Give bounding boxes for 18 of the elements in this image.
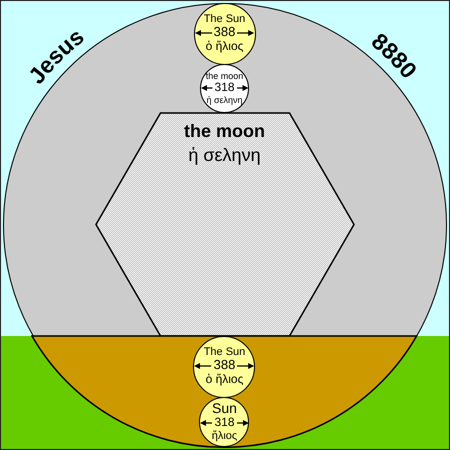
greek-text: ἡ σεληνη [205,94,244,106]
greek-text: ἡ σεληνη [187,144,262,167]
title-text: the moon [204,70,244,82]
title-text: The Sun [202,346,246,358]
hexagon [96,112,354,336]
moon-circle [200,64,249,112]
number-text: 318 [213,81,236,95]
title-text: Sun [211,400,238,416]
lower-segment [32,336,417,447]
number-text: 388 [212,25,236,40]
title-text: The Sun [202,12,246,26]
greek-text: ὁ ἥλιος [204,373,244,388]
greek-text: ὁ ἥλιος [204,40,244,54]
number-text: 318 [213,416,236,430]
sun-circle [194,2,256,64]
title-text: the moon [183,120,266,142]
number-text: 388 [212,358,236,374]
greek-text: ἥλιος [210,430,238,443]
